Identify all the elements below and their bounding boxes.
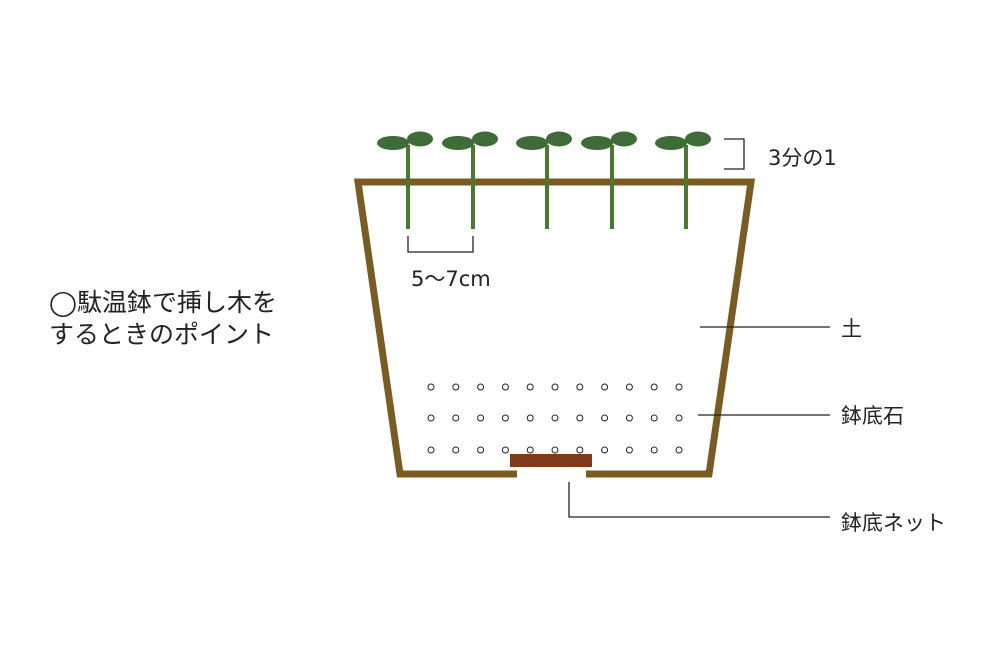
seedling-leaf [581,136,613,150]
stone [477,414,485,422]
stone [551,414,559,422]
stone [501,414,509,422]
spacing-bracket [407,236,474,253]
seedling-leaf [472,131,498,147]
seedling [655,131,711,229]
stone [650,414,658,422]
stone [452,383,460,391]
stone [675,383,683,391]
stone [650,446,658,454]
title-line-2: するときのポイント [49,320,274,349]
stone [576,446,584,454]
pot-outline [353,178,756,478]
seedling-leaf [377,136,409,150]
stone [427,383,435,391]
stone [477,383,485,391]
stone [501,446,509,454]
seedling-leaf [611,131,637,147]
seedling-leaf [546,131,572,147]
stone [551,446,559,454]
seedlings [377,131,711,229]
stone [601,383,609,391]
stone [625,383,633,391]
stone [526,383,534,391]
stone [452,446,460,454]
soil-label: 土 [841,317,862,341]
title-line-1: ◯駄温鉢で挿し木を [49,288,277,318]
seedling [581,131,637,229]
stone [675,414,683,422]
seedling-leaf [442,136,474,150]
depth-bracket [724,138,745,170]
stone [601,414,609,422]
stone [501,383,509,391]
stone [576,414,584,422]
stone [576,383,584,391]
stone [551,383,559,391]
seedling-leaf [407,131,433,147]
stone [427,446,435,454]
stone [625,446,633,454]
pot-bottom-stones [427,383,683,454]
depth-fraction-label: 3分の1 [768,146,837,170]
seedling [442,131,498,229]
stone [427,414,435,422]
spacing-label: 5〜7cm [411,267,491,291]
stone [526,446,534,454]
seedling-leaf [685,131,711,147]
seedling-leaf [516,136,548,150]
net-leader-line [568,482,830,518]
stone [650,383,658,391]
stone [601,446,609,454]
stone [675,446,683,454]
seedling [516,131,572,229]
pot-bottom-net-label: 鉢底ネット [841,511,946,535]
stone [625,414,633,422]
seedling [377,131,433,229]
seedling-leaf [655,136,687,150]
pot-bottom-net-shape [510,454,592,467]
stone [452,414,460,422]
pot-bottom-stones-label: 鉢底石 [841,404,904,428]
stone [477,446,485,454]
stone [526,414,534,422]
